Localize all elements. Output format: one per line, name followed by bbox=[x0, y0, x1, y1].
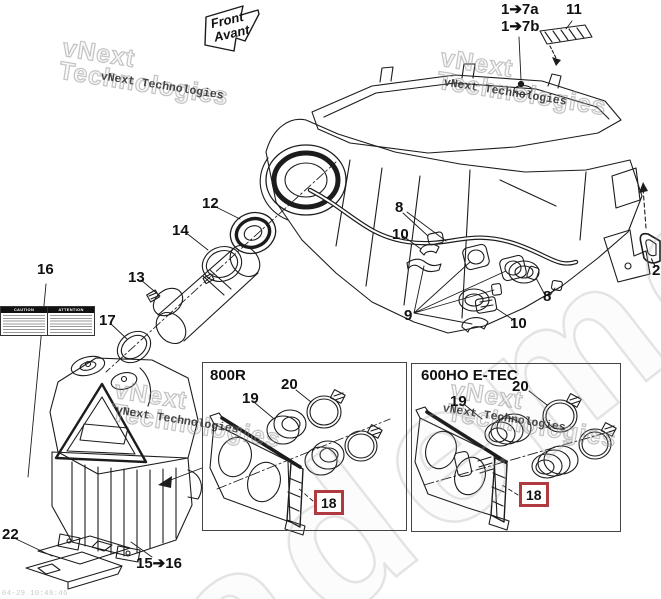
callout-8-right[interactable]: 8 bbox=[543, 288, 552, 305]
callout-12[interactable]: 12 bbox=[202, 195, 219, 212]
callout-22[interactable]: 22 bbox=[2, 526, 19, 543]
callout-14[interactable]: 14 bbox=[172, 222, 189, 239]
intake-column-drawing bbox=[105, 161, 337, 373]
inset-box-800r bbox=[202, 362, 407, 531]
callout-11[interactable]: 11 bbox=[566, 1, 582, 18]
decal-caution-header: CAUTION bbox=[1, 307, 47, 313]
inset-title-600ho: 600HO E-TEC bbox=[421, 367, 518, 384]
foam-pads-drawing bbox=[25, 535, 131, 590]
front-direction-arrow bbox=[204, 5, 260, 52]
part-11-foam-plate bbox=[539, 24, 593, 66]
part-14-ring bbox=[201, 245, 243, 285]
callout-9[interactable]: 9 bbox=[404, 307, 413, 324]
callout-16[interactable]: 16 bbox=[37, 261, 54, 278]
inset-box-600ho bbox=[411, 363, 621, 532]
callout-15-16[interactable]: 15➔16 bbox=[136, 555, 182, 572]
callout-19-800r[interactable]: 19 bbox=[242, 390, 259, 407]
hardware-cluster bbox=[406, 231, 563, 333]
print-stamp: 04-29 10:48:46 bbox=[2, 590, 68, 598]
callout-19-600[interactable]: 19 bbox=[450, 393, 467, 410]
callout-13[interactable]: 13 bbox=[128, 269, 145, 286]
intake-tube bbox=[155, 244, 261, 345]
callout-1-7a[interactable]: 1➔7a bbox=[501, 1, 539, 18]
callout-8-top[interactable]: 8 bbox=[395, 199, 404, 216]
part-13-clamp bbox=[146, 287, 184, 317]
callout-20-800r[interactable]: 20 bbox=[281, 376, 298, 393]
part-17-oring bbox=[116, 330, 152, 364]
decal-caution-text bbox=[3, 314, 45, 334]
part-12-seal bbox=[229, 211, 277, 255]
caution-decal: CAUTION ATTENTION bbox=[0, 306, 95, 336]
clamp-20a-600 bbox=[542, 393, 582, 433]
inset-title-800r: 800R bbox=[210, 367, 246, 384]
part-2-grommet bbox=[639, 182, 661, 267]
decal-attention-header: ATTENTION bbox=[48, 307, 94, 313]
clamp-20a-800r bbox=[306, 389, 346, 429]
decal-attention-text bbox=[50, 314, 92, 334]
callout-17[interactable]: 17 bbox=[99, 312, 116, 329]
callout-10-right[interactable]: 10 bbox=[510, 315, 527, 332]
part-18-bracket-600 bbox=[488, 457, 510, 531]
highlighted-callout-18-600[interactable]: 18 bbox=[519, 482, 549, 508]
decal-caution-column: CAUTION bbox=[1, 307, 48, 335]
airbox-drawing bbox=[49, 355, 202, 563]
inset-800r-drawing bbox=[209, 389, 391, 536]
callout-10-left[interactable]: 10 bbox=[392, 226, 409, 243]
callout-2[interactable]: 2 bbox=[652, 262, 661, 279]
main-assembly-drawing bbox=[259, 24, 661, 334]
callout-1-7b[interactable]: 1➔7b bbox=[501, 18, 540, 35]
callout-20-600[interactable]: 20 bbox=[512, 378, 529, 395]
clamp-20b-800r bbox=[344, 424, 383, 462]
highlighted-callout-18-800r[interactable]: 18 bbox=[314, 490, 344, 516]
inset-600-drawing bbox=[414, 393, 617, 531]
decal-attention-column: ATTENTION bbox=[48, 307, 94, 335]
part-18-bracket-800r bbox=[284, 462, 306, 536]
intake-horn bbox=[259, 144, 347, 221]
clamp-20b-600 bbox=[578, 422, 617, 460]
